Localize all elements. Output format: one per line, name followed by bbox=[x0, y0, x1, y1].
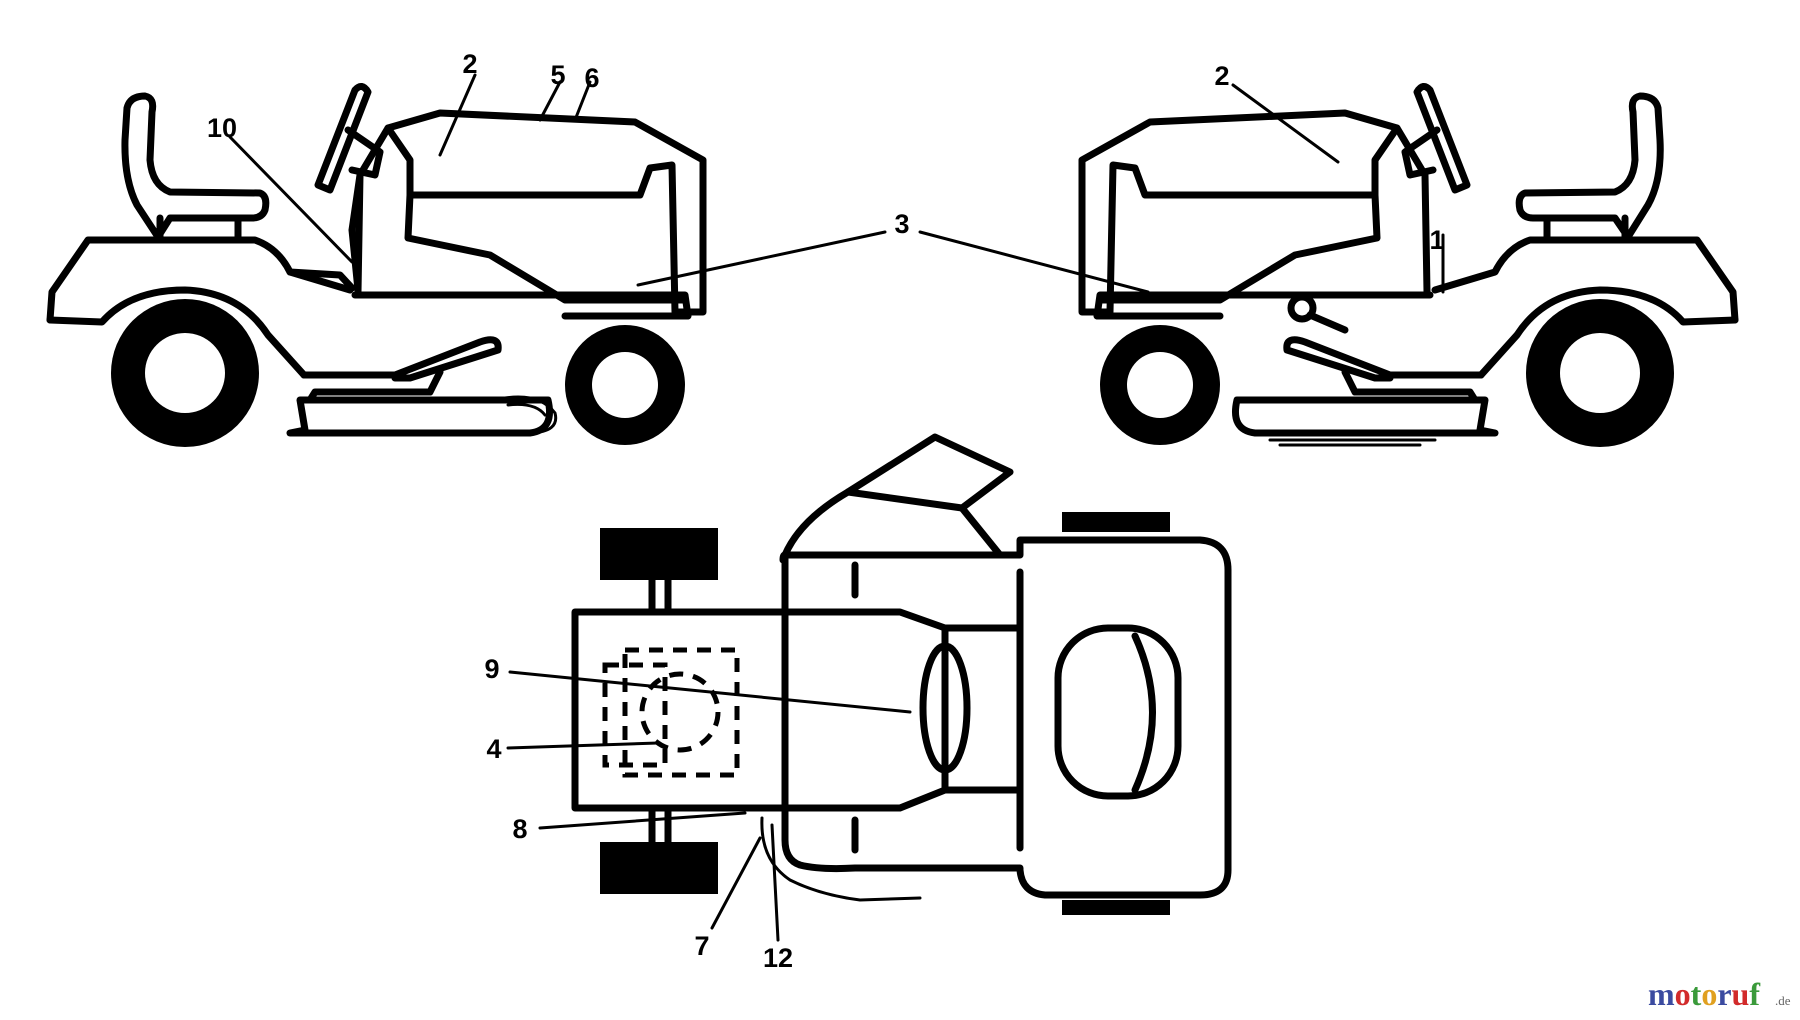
leader-lines bbox=[228, 73, 1445, 942]
callout-2-right: 2 bbox=[1214, 61, 1229, 91]
deck-wheel-top-lower bbox=[1062, 900, 1170, 915]
callout-12: 12 bbox=[763, 943, 793, 973]
headlight-oval bbox=[919, 642, 971, 774]
callout-1: 1 bbox=[1429, 225, 1444, 255]
callout-4: 4 bbox=[486, 734, 501, 764]
mower-deck-right bbox=[1232, 396, 1499, 437]
callout-7: 7 bbox=[694, 931, 709, 961]
callout-3: 3 bbox=[894, 209, 909, 239]
front-wheel-top-lower bbox=[600, 842, 718, 894]
rear-fender-right bbox=[1431, 236, 1739, 324]
seat-right bbox=[1515, 92, 1664, 241]
callout-2-left: 2 bbox=[462, 49, 477, 79]
hood-right bbox=[1078, 109, 1401, 316]
callout-6: 6 bbox=[584, 63, 599, 93]
callout-labels: 2 5 6 10 3 2 1 9 4 8 7 12 bbox=[207, 49, 1445, 973]
tractor-right-side-view bbox=[1078, 83, 1739, 447]
seat-left bbox=[121, 92, 270, 241]
tractor-left-side-view bbox=[46, 83, 707, 447]
mower-deck-left bbox=[286, 396, 553, 437]
tractor-top-view bbox=[571, 433, 1232, 915]
mower-deck-top bbox=[781, 536, 1232, 899]
discharge-chute bbox=[844, 433, 1014, 512]
deck-wheel-top-upper bbox=[1062, 512, 1170, 532]
watermark-brand: motoruf bbox=[1648, 976, 1760, 1012]
callout-8: 8 bbox=[512, 814, 527, 844]
callout-10: 10 bbox=[207, 113, 237, 143]
callout-9: 9 bbox=[484, 654, 499, 684]
callout-5: 5 bbox=[550, 60, 565, 90]
steering-wheel-right bbox=[1413, 83, 1471, 194]
motoruf-watermark: motoruf .de bbox=[1648, 976, 1791, 1012]
lever-knob-right bbox=[1287, 293, 1317, 323]
hood-top bbox=[571, 608, 949, 812]
engine-cover bbox=[1054, 624, 1182, 800]
steering-wheel-left bbox=[314, 83, 372, 194]
front-wheel-top-upper bbox=[600, 528, 718, 580]
watermark-suffix: .de bbox=[1775, 993, 1791, 1008]
decal-area-dashed bbox=[622, 647, 740, 778]
hood-left bbox=[384, 109, 707, 316]
